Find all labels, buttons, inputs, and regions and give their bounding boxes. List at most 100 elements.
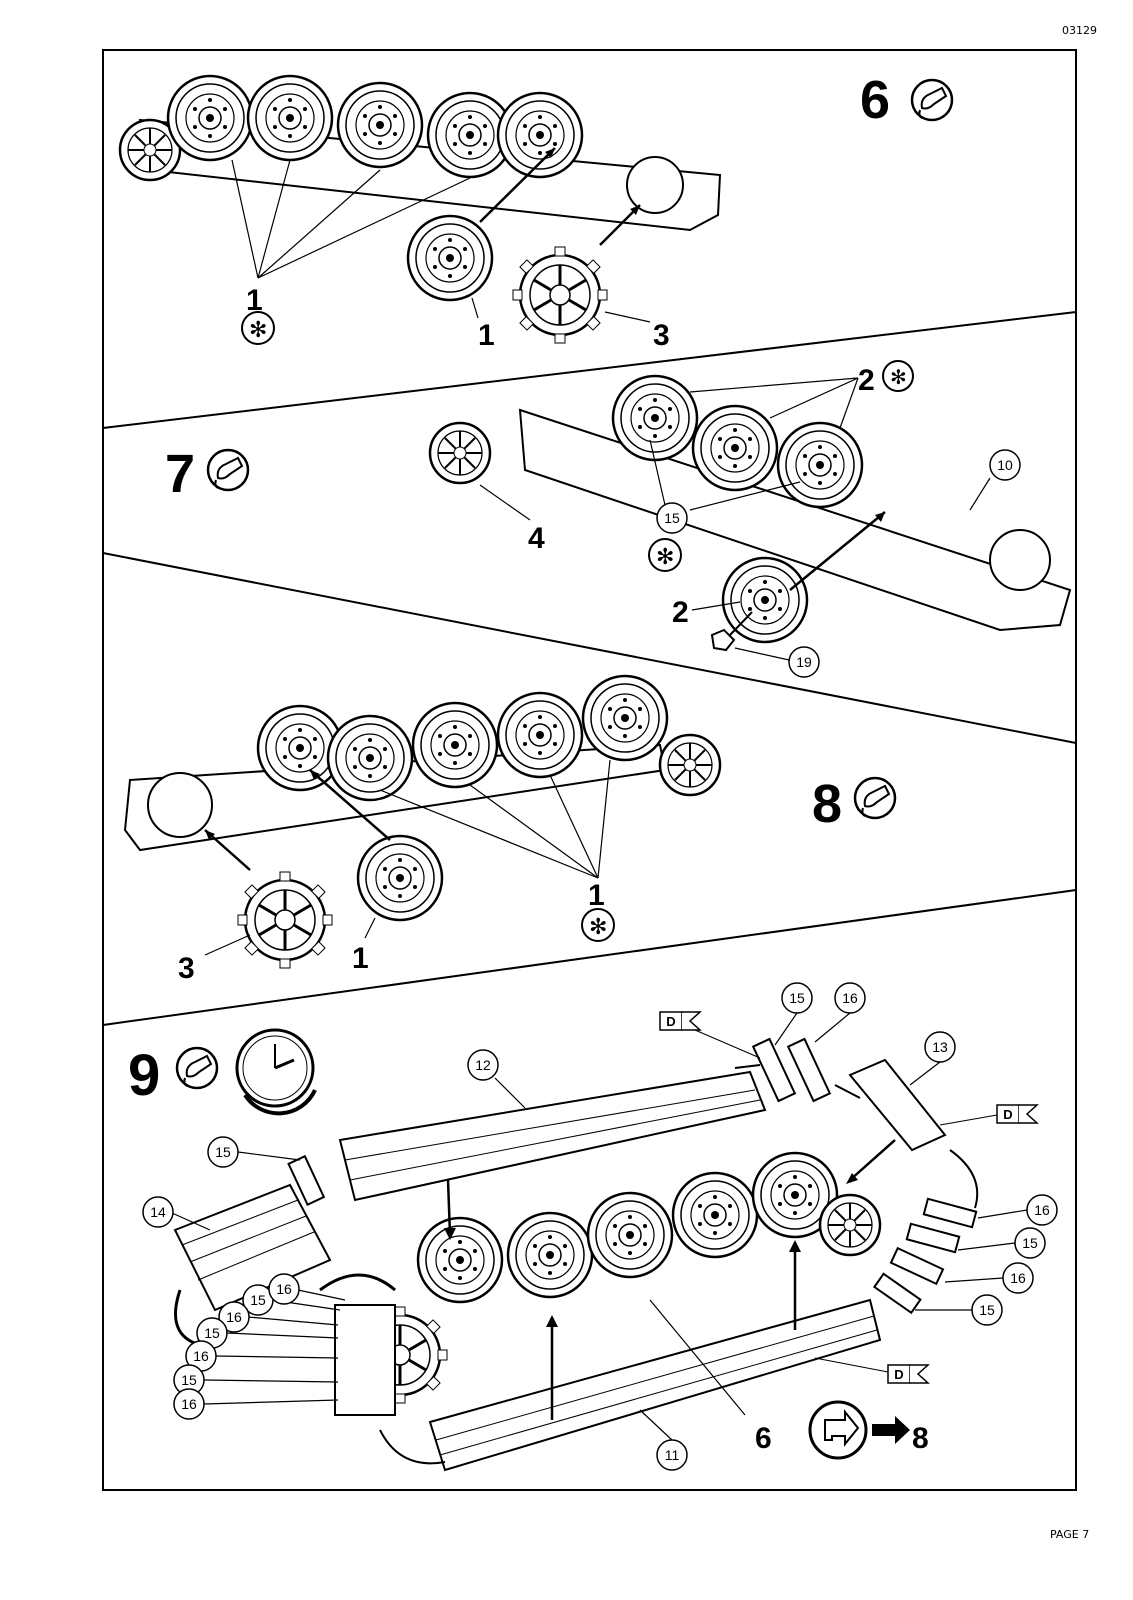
circled-part-label: 19 [796,654,812,670]
asterisk-symbol: ✻ [249,317,267,342]
sprocket-drawing [236,870,334,970]
callout-15: 15 [196,1317,339,1349]
callout-12: 12 [467,1049,526,1109]
part-label: 2 [858,364,875,397]
assembly-arrow [729,611,753,636]
svg-text:D: D [894,1367,903,1382]
assembly-arrow [309,769,391,841]
wrap-arrow [379,1429,446,1465]
idler-wheel-drawing [818,1193,882,1257]
svg-text:D: D [666,1014,675,1029]
asterisk-symbol: ✻ [589,914,607,939]
callout-13: 13 [909,1031,956,1086]
part-label: 3 [653,319,670,352]
glue-icon [206,448,250,492]
optional-marker [882,360,914,392]
decal-flag: D [939,1104,1039,1126]
page-frame [102,49,1077,1491]
step-6-panel: 6 1 ✻ 1 3 [118,70,954,352]
track-wrap-drawing [334,1304,396,1416]
divider-line [102,552,1077,744]
track-link-15 [872,1272,922,1315]
axle-cap-drawing [710,628,736,652]
divider-line [102,889,1077,1026]
svg-text:16: 16 [1010,1270,1026,1286]
part-label: 1 [246,284,263,317]
svg-text:16: 16 [276,1281,292,1297]
idler-wheel-drawing [428,421,492,485]
circled-part-number [656,502,688,534]
circled-part-label: 10 [997,457,1013,473]
callout-14: 14 [142,1196,211,1231]
part-label: 1 [352,942,369,975]
divider-line [102,311,1077,429]
glue-icon [910,78,954,122]
callout-16: 16 [185,1340,339,1372]
road-wheel-drawing [406,214,494,302]
asterisk-symbol: ✻ [890,367,907,389]
callout-16: 16 [218,1301,339,1333]
road-wheel-drawing [671,1171,759,1259]
road-wheel-drawing [496,691,584,779]
callout-15: 15 [957,1227,1046,1259]
callout-16: 16 [173,1388,339,1420]
part-label: 3 [178,952,195,985]
svg-text:14: 14 [150,1204,166,1220]
svg-text:15: 15 [979,1302,995,1318]
assembly-arrow [479,147,556,223]
part-label: 6 [755,1422,772,1455]
optional-marker [581,908,615,942]
circled-part-number [989,449,1021,481]
road-wheel-drawing [411,701,499,789]
svg-text:16: 16 [181,1396,197,1412]
callout-16: 16 [814,982,866,1043]
part-label: 1 [478,319,495,352]
svg-text:15: 15 [204,1325,220,1341]
step-8-panel: 8 3 1 1 ✻ [123,674,897,985]
road-wheel-drawing [416,1216,504,1304]
part-label: 1 [588,879,605,912]
step-number: 7 [165,444,195,504]
hull-side-plate [518,408,1072,632]
wrap-arrow [319,1273,396,1292]
wrap-arrow [174,1289,201,1347]
callout-15: 15 [774,982,813,1046]
track-detail [435,1315,878,1456]
svg-text:15: 15 [181,1372,197,1388]
clock-icon [235,1028,317,1116]
document-number: 03129 [1062,24,1097,37]
road-wheel-drawing [356,834,444,922]
road-wheel-drawing [336,81,424,169]
svg-text:15: 15 [1022,1235,1038,1251]
svg-text:D: D [1003,1107,1012,1122]
step-number: 9 [128,1043,160,1108]
track-section-14 [173,1183,332,1312]
assembly-arrow [834,1084,861,1099]
assembly-arrow [734,1064,761,1069]
svg-text:13: 13 [932,1039,948,1055]
svg-text:15: 15 [789,990,805,1006]
road-wheel-drawing [506,1211,594,1299]
decal-flag: D [814,1357,930,1384]
drive-hub-drawing [147,772,213,838]
glue-icon [175,1046,219,1090]
road-wheel-drawing [586,1191,674,1279]
svg-text:15: 15 [215,1144,231,1160]
next-step-number: 8 [912,1422,929,1455]
step-number: 6 [860,70,890,130]
svg-text:11: 11 [665,1447,680,1463]
svg-text:15: 15 [250,1292,266,1308]
road-wheel-drawing [246,74,334,162]
svg-text:16: 16 [193,1348,209,1364]
road-wheel-drawing [611,374,699,462]
page-label: PAGE 7 [1050,1528,1090,1541]
road-wheel-drawing [776,421,864,509]
road-wheel-drawing [166,74,254,162]
track-section-13 [848,1058,947,1152]
wrap-arrow [949,1149,979,1209]
callout-11: 11 [639,1409,688,1471]
part-label: 2 [672,596,689,629]
decal-flag: D [659,1011,761,1059]
step-9-panel: 9 [128,982,1058,1472]
